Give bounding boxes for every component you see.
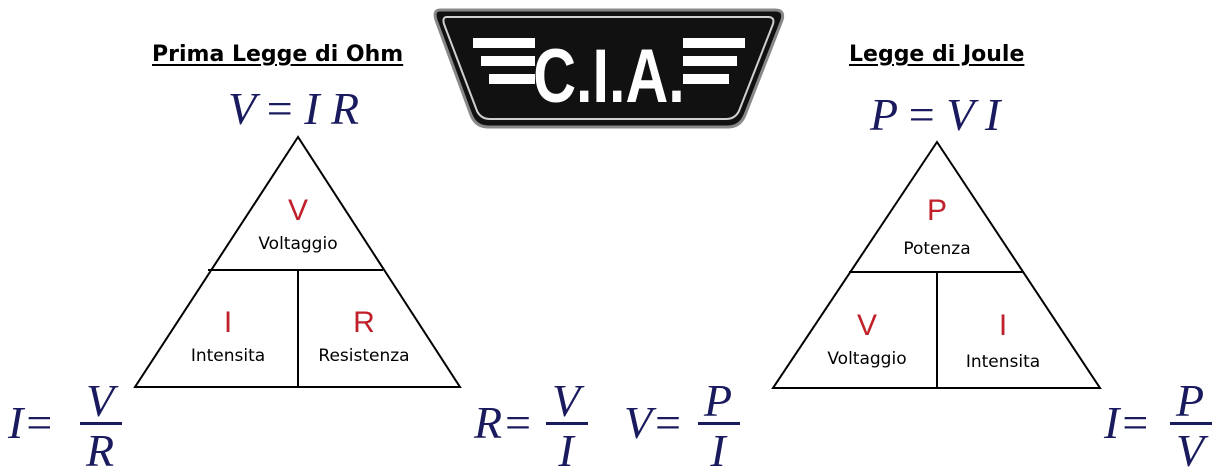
ohm-formula: V = I R [228, 86, 359, 132]
ohm-title: Prima Legge di Ohm [152, 42, 404, 67]
joule-br-letter: I [998, 309, 1008, 342]
joule-triangle [771, 140, 1102, 389]
ohm-frac-i: I= V R [8, 378, 138, 474]
joule-frac-i-bar [1170, 422, 1212, 425]
joule-frac-v: V= P I [624, 378, 754, 474]
ohm-frac-r-lhs: R= [474, 397, 534, 448]
ohm-bl-word: Intensita [190, 346, 266, 366]
ohm-frac-i-num: V [85, 375, 115, 426]
logo-text: C.I.A. [533, 34, 684, 119]
ohm-formula-eq: = [266, 83, 293, 134]
ohm-frac-r: R= V I [474, 378, 604, 474]
joule-frac-v-lhs: V= [624, 397, 684, 448]
joule-formula-lhs: P [870, 89, 898, 140]
joule-frac-i-lhs: I= [1104, 397, 1151, 448]
joule-bl-letter: V [856, 309, 877, 342]
ohm-frac-i-bar [80, 422, 122, 425]
ohm-frac-r-bar [546, 422, 588, 425]
ohm-br-word: Resistenza [318, 346, 410, 366]
joule-frac-i-num: P [1175, 375, 1205, 426]
joule-top-word: Potenza [903, 239, 971, 259]
ohm-formula-lhs: V [228, 83, 256, 134]
ohm-formula-rhs: I R [304, 83, 360, 134]
joule-formula-eq: = [908, 89, 935, 140]
ohm-br-letter: R [353, 306, 375, 339]
joule-frac-i-den: V [1175, 425, 1205, 476]
joule-frac-i: I= P V [1104, 378, 1216, 474]
joule-frac-v-den: I [710, 425, 726, 476]
ohm-frac-i-lhs: I= [8, 397, 55, 448]
joule-frac-v-num: P [703, 375, 733, 426]
ohm-bl-letter: I [223, 306, 233, 339]
ohm-triangle [133, 135, 462, 388]
ohm-frac-r-den: I [558, 425, 574, 476]
joule-bl-word: Voltaggio [827, 349, 907, 369]
joule-frac-v-bar [698, 422, 740, 425]
ohm-top-word: Voltaggio [258, 234, 338, 254]
joule-br-word: Intensita [965, 352, 1041, 372]
ohm-frac-r-num: V [551, 375, 581, 426]
ohm-frac-i-den: R [85, 425, 115, 476]
cia-logo: C.I.A. [433, 8, 785, 129]
joule-formula-rhs: V I [946, 89, 1001, 140]
joule-top-letter: P [926, 194, 947, 227]
ohm-top-letter: V [287, 194, 308, 227]
joule-title: Legge di Joule [849, 42, 1025, 67]
joule-formula: P = V I [870, 92, 1000, 138]
